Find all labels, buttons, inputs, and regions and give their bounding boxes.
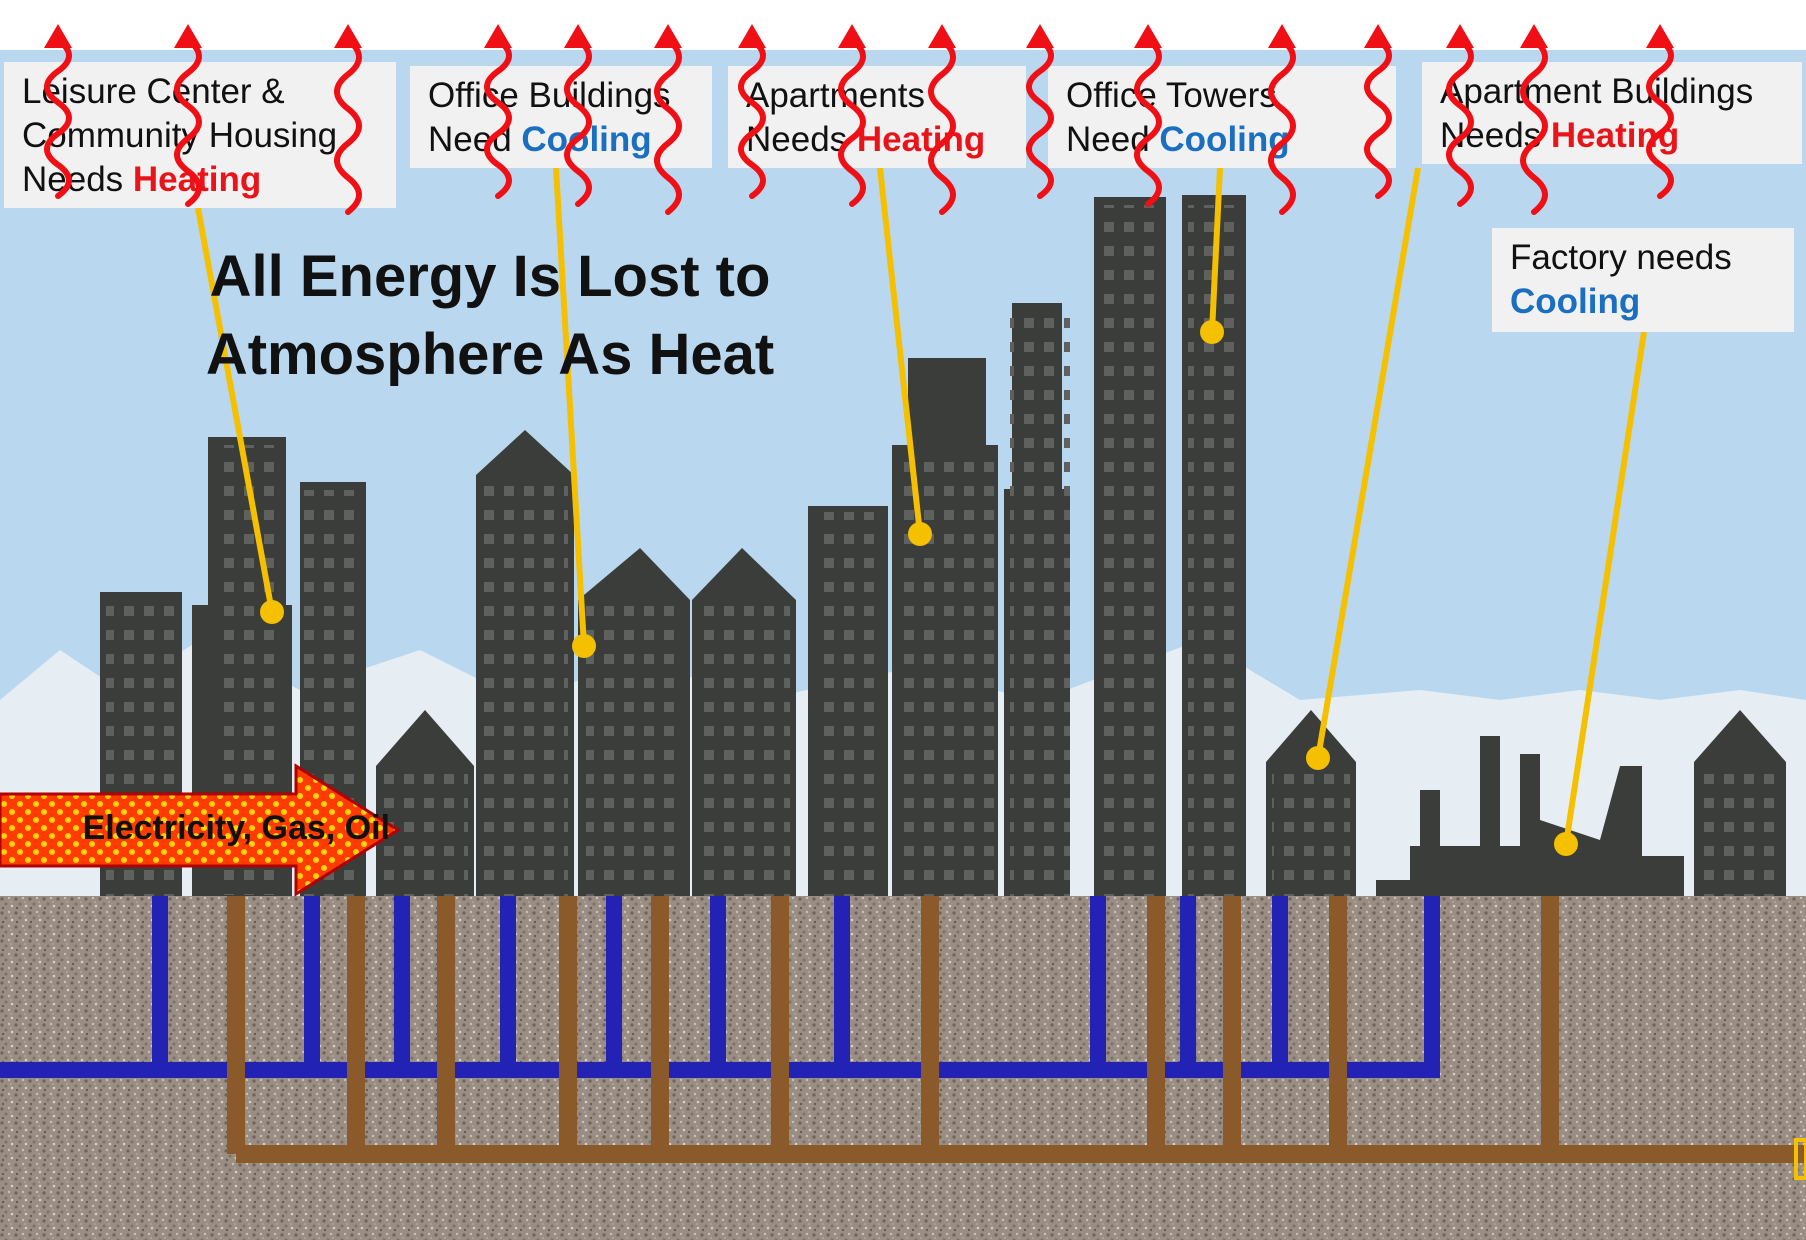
label-line: Community Housing — [22, 116, 338, 155]
label-line: Leisure Center & — [22, 72, 285, 111]
energy-input-arrow — [0, 763, 401, 897]
label-line: Office Buildings — [428, 76, 671, 115]
label-office-towers: Office Towers Need Cooling — [1048, 66, 1396, 168]
label-leisure-center: Leisure Center & Community Housing Needs… — [4, 62, 396, 208]
label-prefix: Need — [428, 120, 522, 159]
label-prefix: Need — [1066, 120, 1160, 159]
windows — [106, 205, 1780, 900]
label-line: Apartment Buildings — [1440, 72, 1754, 111]
label-factory: Factory needs Cooling — [1492, 228, 1794, 332]
label-line: Factory needs — [1510, 238, 1732, 277]
pipe-end-marker — [1794, 1138, 1806, 1180]
label-apartment-buildings: Apartment Buildings Needs Heating — [1422, 62, 1802, 164]
label-apartments: Apartments Needs Heating — [728, 66, 1026, 168]
heating-need: Heating — [132, 160, 262, 199]
sky-top-band — [0, 0, 1806, 50]
cooling-need: Cooling — [1159, 120, 1290, 159]
cooling-need: Cooling — [1510, 282, 1641, 321]
headline-line-1: All Energy Is Lost to — [209, 244, 771, 309]
label-prefix: Needs — [1440, 116, 1551, 155]
callout-dots — [260, 320, 1578, 856]
headline: All Energy Is Lost to Atmosphere As Heat — [150, 238, 830, 394]
label-line: Apartments — [746, 76, 925, 115]
heating-need: Heating — [1550, 116, 1680, 155]
warm-pipe-network — [227, 896, 1806, 1163]
label-prefix: Needs — [22, 160, 133, 199]
label-office-buildings: Office Buildings Need Cooling — [410, 66, 712, 168]
label-line: Office Towers — [1066, 76, 1277, 115]
energy-input-text: Electricity, Gas, Oil — [82, 809, 390, 847]
callout-lines — [195, 167, 1647, 845]
factory — [1376, 736, 1684, 900]
energy-input-label: Electricity, Gas, Oil — [0, 808, 390, 848]
headline-line-2: Atmosphere As Heat — [205, 322, 775, 387]
cooling-need: Cooling — [521, 120, 652, 159]
heating-need: Heating — [856, 120, 986, 159]
label-prefix: Needs — [746, 120, 857, 159]
